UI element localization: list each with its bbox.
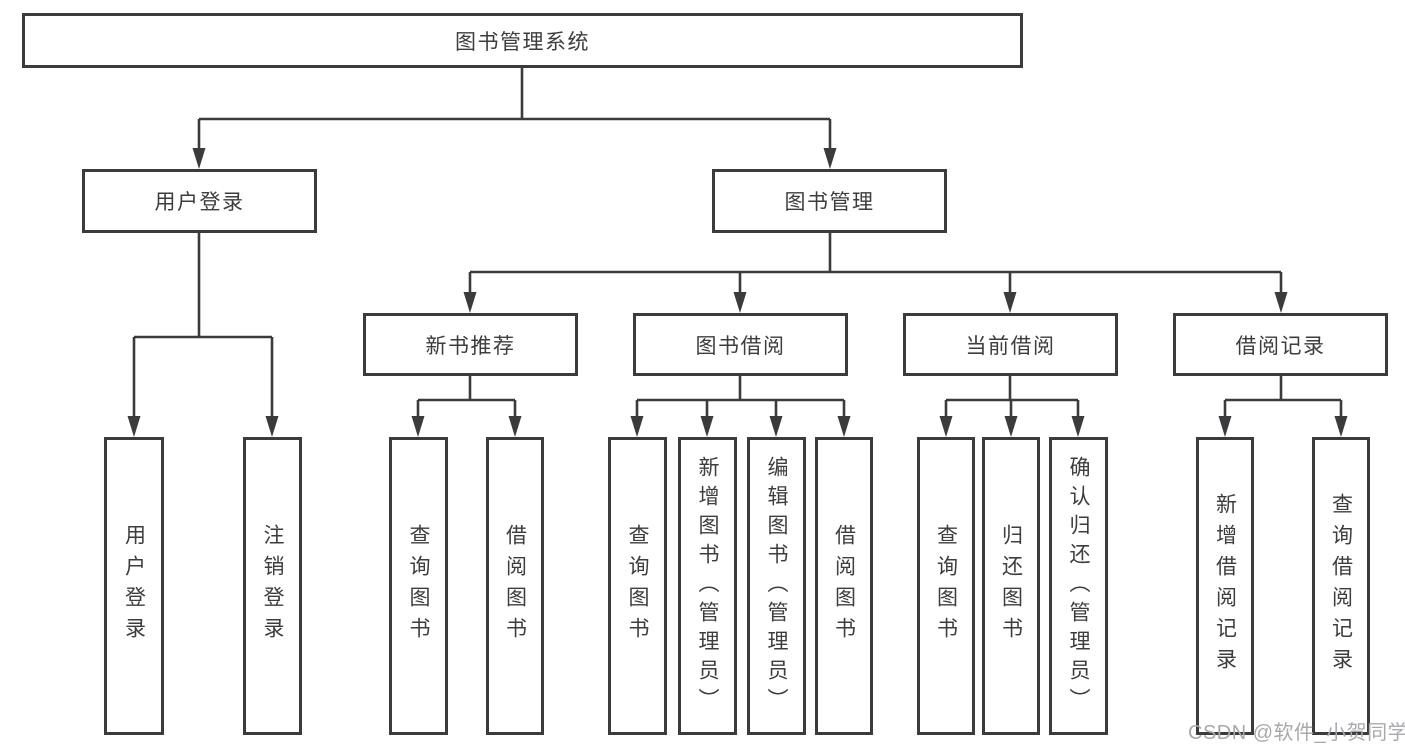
node-label: 图书管理系统 bbox=[455, 30, 590, 54]
node-label: 用户登录 bbox=[122, 524, 146, 648]
leaf-query-books-recommend: 查询图书 bbox=[389, 437, 448, 735]
node-label: 新增借阅记录 bbox=[1213, 493, 1237, 679]
node-label: 借阅记录 bbox=[1235, 334, 1326, 358]
node-label: 确认归还（管理员） bbox=[1067, 455, 1090, 717]
node-label: 注销登录 bbox=[261, 524, 284, 648]
leaf-query-borrow-record: 查询借阅记录 bbox=[1312, 437, 1370, 735]
node-user-login-branch: 用户登录 bbox=[82, 169, 317, 233]
leaf-query-books-borrowing: 查询图书 bbox=[608, 437, 667, 735]
node-label: 图书管理 bbox=[784, 191, 875, 214]
leaf-borrow-books: 借阅图书 bbox=[815, 437, 873, 735]
node-label: 查询借阅记录 bbox=[1329, 493, 1353, 679]
node-label: 归还图书 bbox=[999, 524, 1023, 648]
node-book-borrowing: 图书借阅 bbox=[633, 313, 848, 376]
node-root-library-management-system: 图书管理系统 bbox=[22, 13, 1023, 68]
leaf-confirm-return-admin: 确认归还（管理员） bbox=[1049, 437, 1108, 735]
leaf-edit-books-admin: 编辑图书（管理员） bbox=[747, 437, 806, 735]
node-label: 新增图书（管理员） bbox=[696, 455, 719, 717]
leaf-user-login: 用户登录 bbox=[104, 437, 164, 735]
node-book-management-branch: 图书管理 bbox=[712, 169, 947, 233]
leaf-borrow-books-recommend: 借阅图书 bbox=[486, 437, 544, 735]
node-label: 编辑图书（管理员） bbox=[765, 455, 788, 717]
leaf-query-books-current: 查询图书 bbox=[917, 437, 975, 735]
leaf-logout: 注销登录 bbox=[243, 437, 302, 735]
csdn-watermark: CSDN @软件_小贺同学 bbox=[1188, 722, 1405, 744]
node-label: 查询图书 bbox=[407, 524, 430, 648]
node-label: 查询图书 bbox=[934, 524, 958, 648]
leaf-add-books-admin: 新增图书（管理员） bbox=[678, 437, 737, 735]
node-label: 新书推荐 bbox=[425, 334, 516, 358]
leaf-add-borrow-record: 新增借阅记录 bbox=[1196, 437, 1254, 735]
node-label: 当前借阅 bbox=[965, 334, 1056, 358]
leaf-return-books: 归还图书 bbox=[982, 437, 1040, 735]
node-label: 图书借阅 bbox=[695, 334, 786, 358]
node-label: 用户登录 bbox=[154, 191, 245, 214]
node-label: 查询图书 bbox=[626, 524, 649, 648]
node-label: 借阅图书 bbox=[832, 524, 856, 648]
node-new-book-recommendation: 新书推荐 bbox=[363, 313, 578, 376]
node-borrowing-records: 借阅记录 bbox=[1173, 313, 1388, 376]
node-current-borrowing: 当前借阅 bbox=[903, 313, 1118, 376]
node-label: 借阅图书 bbox=[503, 524, 527, 648]
